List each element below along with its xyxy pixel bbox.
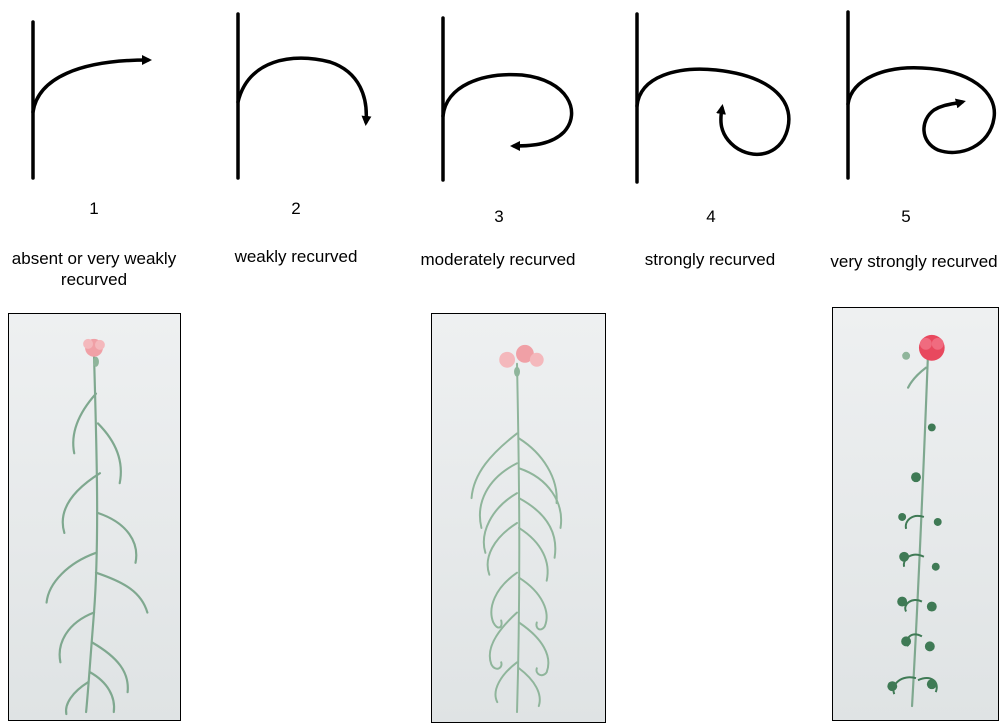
recurvature-level-5-icon	[848, 12, 994, 178]
level-description-4: strongly recurved	[640, 249, 780, 270]
photo-level-5	[832, 307, 999, 721]
photo-level-3	[431, 313, 606, 723]
level-description-2: weakly recurved	[202, 246, 390, 267]
level-number-4: 4	[681, 207, 741, 227]
photo-level-1	[8, 313, 181, 721]
recurvature-level-4-icon	[637, 14, 789, 182]
level-description-3: moderately recurved	[416, 249, 580, 270]
recurvature-level-1-icon	[33, 22, 148, 178]
recurvature-level-3-icon	[443, 18, 572, 180]
level-number-2: 2	[266, 199, 326, 219]
level-description-1: absent or very weakly recurved	[0, 248, 188, 290]
level-description-5: very strongly recurved	[824, 251, 999, 272]
level-number-3: 3	[469, 207, 529, 227]
level-number-1: 1	[64, 199, 124, 219]
level-number-5: 5	[876, 207, 936, 227]
recurvature-glyphs	[0, 0, 999, 200]
recurvature-level-2-icon	[238, 14, 366, 178]
